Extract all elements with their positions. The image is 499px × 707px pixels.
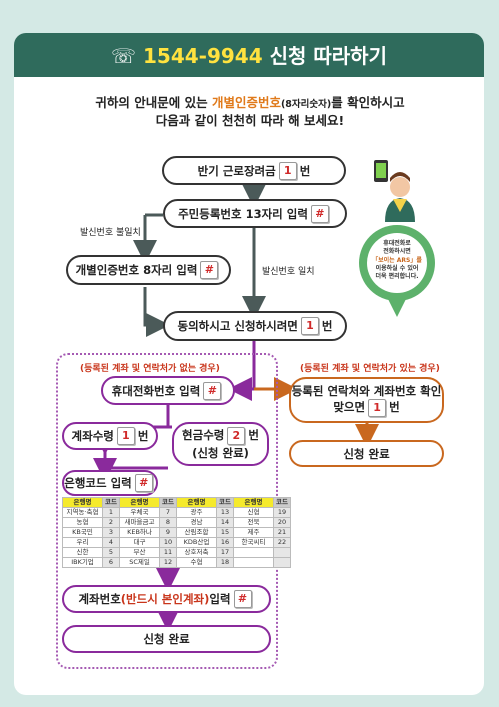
intro-text: 귀하의 안내문에 있는	[95, 95, 212, 110]
step-phone-input: 휴대전화번호 입력#	[101, 376, 235, 405]
match-label: 발신번호 일치	[262, 267, 315, 277]
account-receipt-label: 계좌수령	[71, 429, 114, 443]
confirm-line-2-text: 맞으면	[333, 400, 366, 414]
intro-highlight: 개별인증번호	[211, 95, 281, 110]
title-bar	[14, 33, 484, 77]
bank-code-cell	[273, 557, 291, 568]
key-1-icon: 1	[368, 399, 387, 417]
cash-receipt-suffix: 번	[248, 428, 259, 442]
bubble-line: 휴대전화로	[383, 240, 411, 247]
account-number-suffix: 입력	[209, 592, 231, 606]
phone-icon: ☏	[111, 44, 137, 68]
intro-text-end: 를 확인하시고	[331, 95, 405, 110]
key-hash-icon: #	[203, 381, 222, 400]
done-right-box: 신청 완료	[289, 440, 444, 467]
cash-receipt-label: 현금수령	[182, 428, 225, 442]
phone-input-label: 휴대전화번호 입력	[111, 383, 201, 398]
key-1-icon: 1	[116, 427, 135, 445]
intro-line-2: 다음과 같이 천천히 따라 해 보세요!	[155, 113, 345, 128]
done-left-box: 신청 완료	[62, 625, 271, 653]
step-resident-number: 주민등록번호 13자리 입력#	[163, 199, 347, 228]
ars-bubble-tail	[386, 295, 408, 317]
key-1-icon: 1	[300, 317, 319, 335]
page-title: ☏ 1544-9944 신청 따라하기	[14, 40, 484, 69]
bubble-line: 전화하시면	[383, 248, 411, 256]
confirm-line-1: 등록된 연락처와 계좌번호 확인	[291, 384, 442, 398]
step3-label: 개별인증번호 8자리 입력	[75, 263, 198, 277]
bubble-line: 이용하실 수 있어	[375, 264, 419, 272]
title-phone-number: 1544-9944	[143, 44, 263, 68]
account-number-note: (반드시 본인계좌)	[120, 592, 210, 606]
key-2-icon: 2	[227, 427, 246, 445]
step4-label: 동의하시고 신청하시려면	[177, 319, 298, 333]
account-receipt-suffix: 번	[137, 429, 149, 443]
step4-suffix: 번	[321, 319, 333, 333]
key-hash-icon: #	[134, 474, 153, 492]
key-hash-icon: #	[310, 204, 329, 223]
step-bank-code: 은행코드 입력#	[62, 470, 158, 496]
key-1-icon: 1	[278, 161, 297, 180]
step1-label: 반기 근로장려금	[197, 163, 276, 178]
ars-bubble-text: 휴대전화로 전화하시면 「보이는 ARS」를 이용하실 수 있어 더욱 편리합니…	[362, 240, 432, 281]
step1-suffix: 번	[299, 163, 311, 178]
intro-line-1: 귀하의 안내문에 있는 개별인증번호(8자리숫자)를 확인하시고	[20, 92, 480, 111]
left-case-label: (등록된 계좌 및 연락처가 없는 경우)	[80, 364, 220, 374]
right-case-label: (등록된 계좌 및 연락처가 있는 경우)	[300, 364, 440, 374]
confirm-line-2-suffix: 번	[389, 400, 400, 414]
step-account-number: 계좌번호(반드시 본인계좌) 입력#	[62, 585, 271, 613]
bubble-line: 더욱 편리합니다.	[375, 273, 419, 281]
key-hash-icon: #	[200, 261, 219, 279]
account-number-label: 계좌번호	[78, 592, 121, 606]
intro-small: (8자리숫자)	[280, 99, 332, 110]
title-suffix: 신청 따라하기	[269, 44, 387, 68]
step-individual-auth-number: 개별인증번호 8자리 입력#	[66, 255, 231, 285]
step2-label: 주민등록번호 13자리 입력	[178, 206, 308, 221]
bank-code-label: 은행코드 입력	[64, 476, 132, 490]
bubble-line: 「보이는 ARS」를	[372, 256, 422, 264]
mismatch-label: 발신번호 불일치	[80, 228, 141, 238]
key-hash-icon: #	[233, 590, 252, 608]
cash-receipt-line-2: (신청 완료)	[192, 446, 249, 460]
ars-bubble-inner	[367, 233, 427, 293]
